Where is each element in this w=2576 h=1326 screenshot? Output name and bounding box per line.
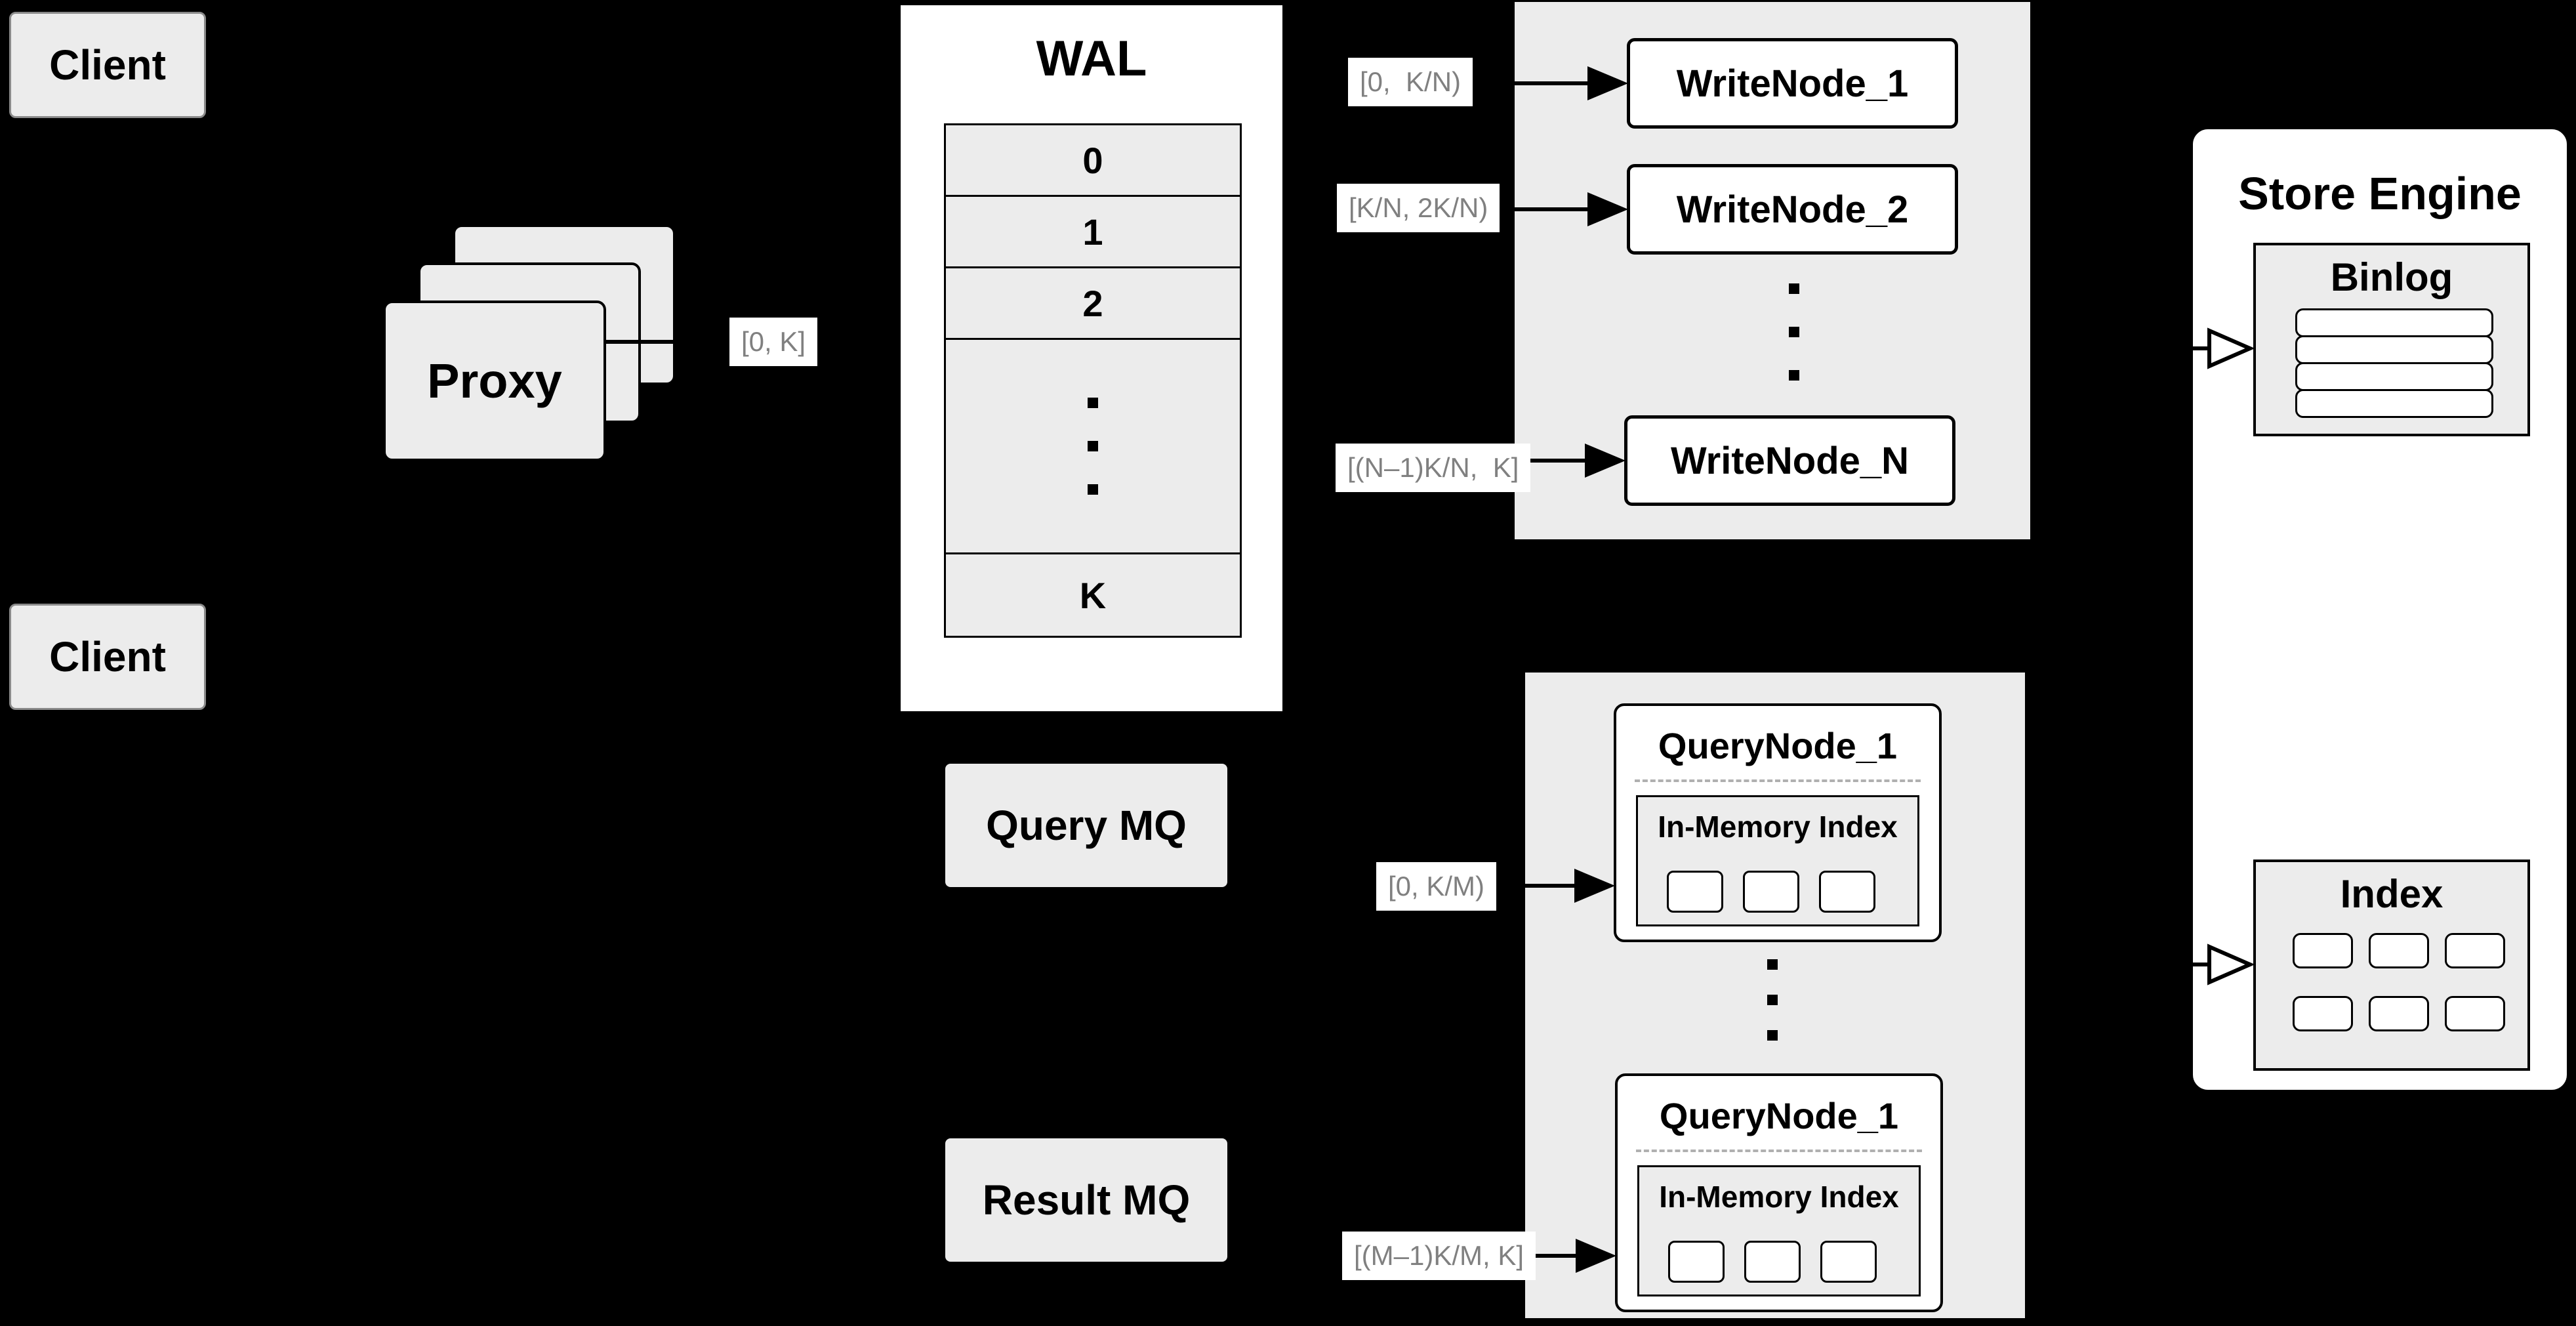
index-cell bbox=[2445, 933, 2505, 968]
write-node-1-box: WriteNode_1 bbox=[1627, 38, 1958, 129]
query-node-1-divider bbox=[1635, 779, 1921, 782]
flow-label-proxy-to-wal: [0, K] bbox=[729, 318, 818, 367]
result-mq-label: Result MQ bbox=[982, 1176, 1191, 1224]
flow-label-wal-to-write-2: [K/N, 2K/N) bbox=[1337, 184, 1500, 233]
segment-box bbox=[1667, 871, 1723, 913]
binlog-title: Binlog bbox=[2330, 255, 2453, 299]
wal-segment-k-label: K bbox=[1079, 574, 1107, 616]
result-mq-box: Result MQ bbox=[945, 1138, 1227, 1262]
query-mq-box: Query MQ bbox=[945, 764, 1227, 887]
proxy-box-front: Proxy bbox=[383, 300, 606, 461]
binlog-row bbox=[2295, 335, 2493, 364]
query-node-1-box: QueryNode_1 In-Memory Index bbox=[1614, 703, 1942, 942]
index-cell bbox=[2293, 996, 2353, 1031]
write-node-n-label: WriteNode_N bbox=[1670, 439, 1910, 482]
query-node-2-divider bbox=[1636, 1150, 1922, 1152]
query-node-2-inmemory-box: In-Memory Index bbox=[1637, 1165, 1921, 1296]
segment-box bbox=[1744, 1241, 1801, 1283]
wal-segment-0-label: 0 bbox=[1082, 139, 1103, 181]
wal-segment-row-1: 1 bbox=[944, 195, 1242, 268]
query-node-2-title: QueryNode_1 bbox=[1659, 1095, 1899, 1136]
wal-segment-row-0: 0 bbox=[944, 123, 1242, 197]
write-node-1-label: WriteNode_1 bbox=[1676, 62, 1909, 105]
write-node-vertical-ellipsis bbox=[1789, 283, 1799, 381]
index-title: Index bbox=[2340, 872, 2443, 916]
query-node-1-inmemory-box: In-Memory Index bbox=[1636, 795, 1919, 926]
index-cell bbox=[2293, 933, 2353, 968]
binlog-row bbox=[2295, 389, 2493, 418]
binlog-row bbox=[2295, 362, 2493, 391]
wal-segment-row-k: K bbox=[944, 552, 1242, 638]
query-node-vertical-ellipsis bbox=[1767, 959, 1778, 1041]
proxy-label: Proxy bbox=[427, 354, 562, 408]
wal-segment-2-label: 2 bbox=[1082, 282, 1103, 324]
index-box: Index bbox=[2253, 860, 2530, 1071]
segment-box bbox=[1743, 871, 1799, 913]
wal-segment-row-ellipsis bbox=[944, 338, 1242, 554]
segment-box bbox=[1668, 1241, 1725, 1283]
wal-segment-row-2: 2 bbox=[944, 266, 1242, 340]
flow-label-query-mq-to-node-1: [0, K/M) bbox=[1376, 862, 1497, 911]
flow-label-query-mq-to-node-m: [(M–1)K/M, K] bbox=[1342, 1232, 1536, 1281]
store-engine-box: Store Engine Binlog Index bbox=[2190, 126, 2570, 1093]
client-bottom-box: Client bbox=[9, 604, 206, 710]
store-engine-title: Store Engine bbox=[2238, 168, 2522, 219]
segment-box bbox=[1819, 871, 1875, 913]
write-node-n-box: WriteNode_N bbox=[1624, 415, 1955, 506]
client-top-label: Client bbox=[49, 41, 166, 89]
query-node-2-inmemory-label: In-Memory Index bbox=[1659, 1180, 1899, 1214]
index-cell bbox=[2445, 996, 2505, 1031]
query-node-1-title: QueryNode_1 bbox=[1658, 725, 1898, 766]
binlog-box: Binlog bbox=[2253, 243, 2530, 436]
write-node-2-box: WriteNode_2 bbox=[1627, 164, 1958, 255]
client-bottom-label: Client bbox=[49, 633, 166, 680]
segment-box bbox=[1820, 1241, 1877, 1283]
binlog-row bbox=[2295, 308, 2493, 337]
wal-vertical-ellipsis bbox=[1088, 398, 1098, 495]
index-cell bbox=[2369, 996, 2429, 1031]
write-node-2-label: WriteNode_2 bbox=[1676, 188, 1909, 231]
wal-title: WAL bbox=[1036, 31, 1147, 87]
index-cell bbox=[2369, 933, 2429, 968]
wal-segment-1-label: 1 bbox=[1082, 211, 1103, 253]
query-node-1-inmemory-label: In-Memory Index bbox=[1658, 810, 1898, 844]
flow-label-wal-to-write-1: [0, K/N) bbox=[1348, 58, 1473, 107]
wal-box: WAL 0 1 2 K bbox=[899, 3, 1284, 713]
flow-label-wal-to-write-n: [(N–1)K/N, K] bbox=[1336, 444, 1531, 493]
query-mq-label: Query MQ bbox=[986, 802, 1187, 849]
client-top-box: Client bbox=[9, 12, 206, 118]
query-node-2-box: QueryNode_1 In-Memory Index bbox=[1615, 1073, 1943, 1312]
